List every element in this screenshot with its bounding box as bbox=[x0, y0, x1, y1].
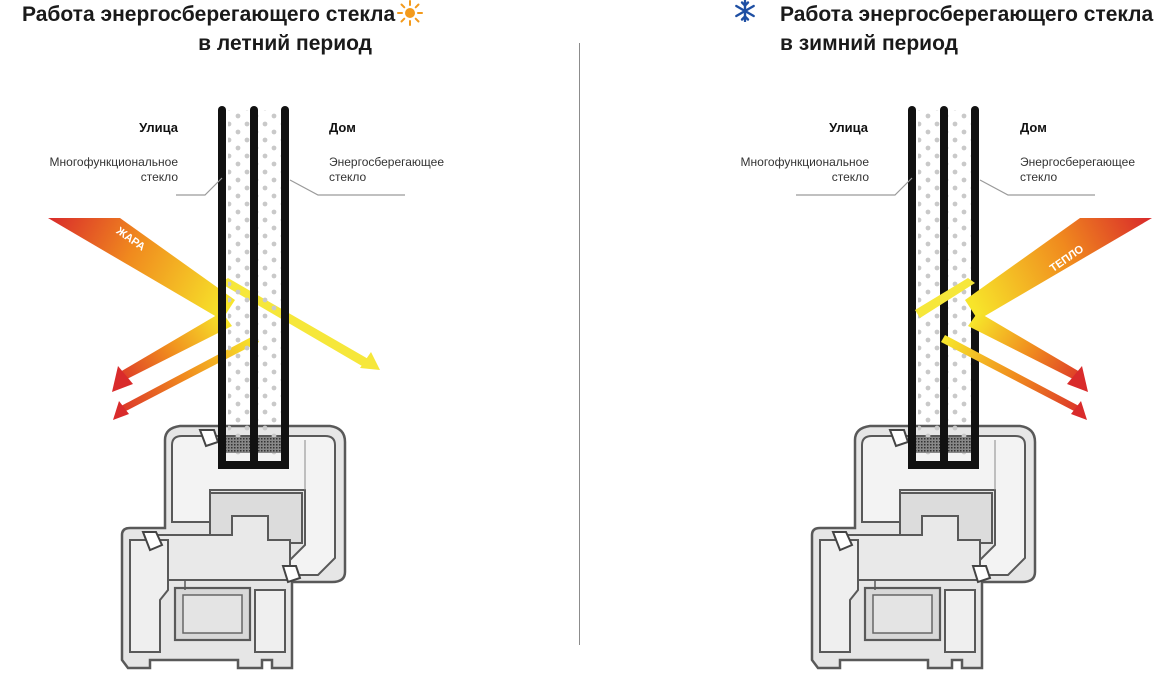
summer-street-label: Улица bbox=[139, 120, 178, 135]
winter-reflected-arrow bbox=[968, 312, 1080, 380]
winter-multifunctional-label: Многофункциональное стекло bbox=[709, 155, 869, 185]
winter-reflected-thin-arrowhead bbox=[1071, 401, 1087, 420]
summer-multifunctional-label: Многофункциональное стекло bbox=[18, 155, 178, 185]
summer-scene: ЖАРА bbox=[48, 110, 405, 670]
summer-home-label: Дом bbox=[329, 120, 356, 135]
winter-multifunctional-leader bbox=[796, 177, 913, 196]
center-divider bbox=[579, 43, 580, 645]
summer-glass-unit bbox=[218, 110, 289, 465]
summer-energy-label: Энергосберегающее стекло bbox=[329, 155, 444, 185]
winter-heat-arrow-in bbox=[965, 218, 1152, 320]
summer-energy-line1: Энергосберегающее bbox=[329, 155, 445, 169]
summer-transmitted-arrowhead bbox=[360, 352, 380, 370]
winter-title: Работа энергосберегающего стекла в зимни… bbox=[780, 0, 1153, 58]
winter-multifunctional-line1: Многофункциональное bbox=[740, 155, 869, 169]
winter-energy-line1: Энергосберегающее bbox=[1020, 155, 1136, 169]
winter-street-label: Улица bbox=[829, 120, 868, 135]
snowflake-icon bbox=[735, 0, 755, 22]
summer-title-line2: в летний период bbox=[198, 32, 372, 55]
winter-energy-leader bbox=[979, 179, 1095, 196]
winter-multifunctional-line2: стекло bbox=[831, 170, 869, 184]
summer-multifunctional-line1: Многофункциональное bbox=[49, 155, 178, 169]
winter-reflected-arrowhead bbox=[1067, 366, 1088, 392]
summer-energy-line2: стекло bbox=[329, 170, 367, 184]
summer-multifunctional-line2: стекло bbox=[140, 170, 178, 184]
summer-title-line1: Работа энергосберегающего стекла bbox=[22, 3, 396, 26]
summer-title: Работа энергосберегающего стекла в летни… bbox=[22, 0, 396, 58]
winter-title-line1: Работа энергосберегающего стекла bbox=[780, 3, 1154, 26]
winter-energy-line2: стекло bbox=[1020, 170, 1058, 184]
summer-energy-leader bbox=[289, 179, 405, 196]
winter-home-label: Дом bbox=[1020, 120, 1047, 135]
summer-multifunctional-leader bbox=[176, 177, 223, 196]
winter-energy-label: Энергосберегающее стекло bbox=[1020, 155, 1135, 185]
winter-transmitted-ray bbox=[915, 278, 975, 318]
winter-scene bbox=[810, 110, 1037, 670]
winter-reflected-thin-arrow bbox=[941, 335, 1079, 412]
summer-reflected-arrowhead bbox=[112, 366, 133, 392]
winter-title-line2: в зимний период bbox=[780, 32, 958, 55]
summer-heat-arrow-in bbox=[48, 218, 235, 320]
summer-reflected-thin-arrowhead bbox=[113, 401, 129, 420]
sun-icon bbox=[397, 0, 423, 26]
winter-glass-unit bbox=[908, 110, 979, 465]
summer-reflected-arrow bbox=[120, 312, 232, 380]
